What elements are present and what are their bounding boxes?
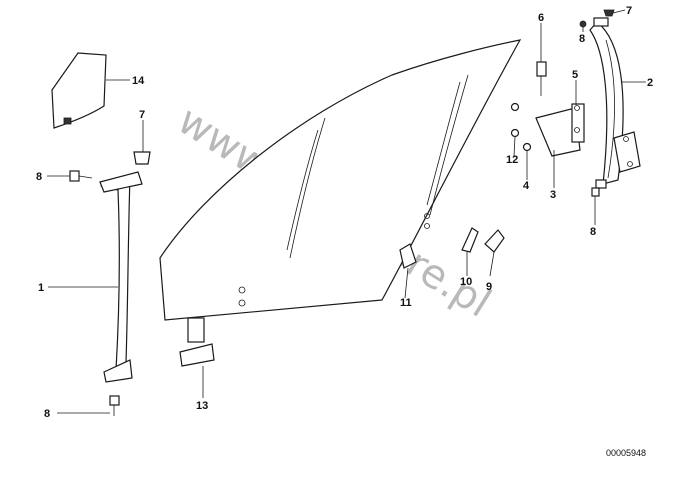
nut-12 [510, 128, 520, 138]
label-7-left: 7 [139, 109, 145, 121]
label-13: 13 [196, 400, 208, 412]
label-3: 3 [550, 189, 556, 201]
plate-9 [484, 229, 505, 253]
front-guide-rail [99, 171, 143, 383]
label-12: 12 [506, 154, 518, 166]
label-9: 9 [486, 281, 492, 293]
label-5: 5 [572, 69, 578, 81]
link-strap [613, 131, 641, 173]
glass-bracket [179, 317, 215, 367]
label-1: 1 [38, 282, 44, 294]
screw-rail-bottom [591, 187, 600, 210]
nut-upper [510, 102, 520, 112]
label-7-upper: 7 [626, 5, 632, 17]
label-10: 10 [460, 276, 472, 288]
diagram-code: 00005948 [606, 448, 646, 458]
glass-holder [399, 243, 417, 269]
screw-bottom [109, 395, 120, 416]
clip-upper [603, 9, 615, 17]
label-11: 11 [400, 297, 412, 309]
label-6: 6 [538, 12, 544, 24]
trim-panel [51, 52, 107, 129]
screw-left [69, 170, 93, 182]
window-glass [159, 39, 522, 321]
label-8-upper: 8 [579, 33, 585, 45]
plate-10 [461, 227, 479, 253]
label-14: 14 [132, 75, 145, 87]
mounting-bracket [535, 103, 585, 157]
label-2: 2 [647, 77, 653, 89]
bolt [536, 61, 547, 96]
clip-left [133, 151, 151, 165]
nut-4 [522, 142, 532, 152]
label-8-bottom: 8 [44, 408, 50, 420]
leader-lines [47, 9, 646, 414]
label-8-left: 8 [36, 171, 42, 183]
label-8-right: 8 [590, 226, 596, 238]
label-4: 4 [523, 180, 530, 192]
screw-upper [579, 20, 587, 28]
